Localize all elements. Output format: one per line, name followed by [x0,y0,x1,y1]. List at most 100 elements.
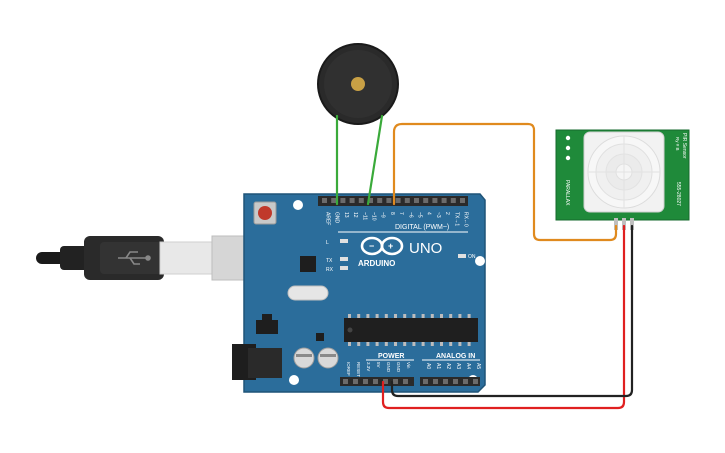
digital-header-label: DIGITAL (PWM~) [395,224,449,231]
power-pin-hole[interactable] [393,379,398,384]
digital-pin-hole[interactable] [441,198,447,203]
analog-pin-labels: A0 A1 A2 A3 A4 A5 [425,363,481,369]
pir-partno-label: 555-28027 [675,182,681,206]
power-pin-label: Vin [406,362,411,369]
digital-pin-label: 13 [343,212,349,218]
digital-pin-label: 8 [389,212,395,215]
buzzer-wire-signal[interactable] [366,114,384,206]
digital-pin-hole[interactable] [322,198,327,203]
digital-pin-label: 2 [444,212,450,215]
ground-wire[interactable] [390,224,634,398]
digital-pin-hole[interactable] [414,198,419,203]
digital-pin-label: GND [334,212,340,224]
analog-pin-label: A1 [435,363,441,369]
analog-pin-hole[interactable] [433,379,438,384]
power-pin-label: GND [386,362,391,373]
power-pin-label: IOREF [346,362,351,376]
pir-pin-gnd[interactable] [630,218,634,230]
digital-pin-hole[interactable] [432,198,438,203]
analog-pin-hole[interactable] [453,379,458,384]
usb-cable[interactable] [36,236,213,280]
pir-pin-out[interactable] [614,218,618,230]
digital-pin-label: 12 [352,212,358,218]
power-wire-5v[interactable] [381,224,626,410]
led-l [340,239,348,243]
digital-pin-label: ~3 [435,212,441,218]
pir-signal-wire[interactable] [392,122,618,242]
digital-pin-label: ~9 [380,212,386,218]
capacitor [317,347,339,369]
mount-hole [293,200,303,210]
led-tx-label: TX [326,258,333,264]
analog-pin-label: A2 [445,363,451,369]
microcontroller-chip [344,318,478,342]
digital-pin-holes [322,198,465,203]
digital-pin-label: ~10 [371,212,377,221]
crystal-oscillator [287,285,329,301]
mount-hole [475,256,485,266]
digital-pin-label: RX←0 [463,212,469,227]
model-label: UNO [409,240,442,257]
led-rx [340,266,348,270]
led-on-label: ON [468,254,476,260]
analog-pin-label: A3 [455,363,461,369]
capacitor [293,347,315,369]
digital-pin-hole[interactable] [404,198,410,203]
brand-label: ARDUINO [358,259,395,268]
power-pin-hole[interactable] [383,379,388,384]
digital-pin-hole[interactable] [450,198,456,203]
digital-pin-hole[interactable] [460,198,465,203]
digital-pin-hole[interactable] [395,198,401,203]
pir-sensor[interactable]: PARALLAX PIR Sensor Ry # B 555-28027 [555,129,690,230]
voltage-regulator [256,320,278,334]
power-pin-hole[interactable] [403,379,408,384]
digital-pin-hole[interactable] [349,198,355,203]
power-pin-hole[interactable] [343,379,348,384]
small-chip [316,333,324,341]
analog-header[interactable] [420,377,480,386]
reset-button[interactable] [253,201,277,225]
analog-pin-hole[interactable] [443,379,448,384]
analog-header-label: ANALOG IN [436,353,475,360]
svg-text:+: + [388,241,393,251]
power-pin-label: 3.3V [366,362,371,371]
digital-pin-label: 4 [426,212,432,215]
arduino-logo-icon [360,236,404,256]
digital-pin-label: ~5 [417,212,423,218]
digital-pin-hole[interactable] [368,198,373,203]
led-rx-label: RX [326,267,334,273]
usb-controller-chip [300,256,316,272]
power-jack[interactable] [232,344,282,380]
pir-title-label: PIR Sensor [681,133,687,159]
analog-pin-hole[interactable] [473,379,478,384]
digital-pin-hole[interactable] [423,198,429,203]
analog-pin-label: A4 [465,363,471,369]
digital-pin-label: ~11 [361,212,367,220]
svg-text:−: − [369,241,374,251]
digital-pin-hole[interactable] [358,198,364,203]
analog-pin-label: A5 [475,363,481,369]
power-pin-hole[interactable] [363,379,368,384]
power-pin-label: 5V [376,362,381,368]
analog-pin-label: A0 [425,363,431,369]
led-tx [340,257,348,261]
led-l-label: L [326,240,329,246]
analog-pin-hole[interactable] [423,379,428,384]
piezo-buzzer[interactable] [317,43,399,125]
digital-pin-hole[interactable] [331,198,337,203]
power-pin-hole[interactable] [353,379,358,384]
digital-pin-hole[interactable] [340,198,346,203]
power-header-label: POWER [378,353,404,360]
led-on [458,254,466,258]
analog-pin-hole[interactable] [463,379,468,384]
digital-pin-hole[interactable] [377,198,383,203]
digital-pin-label: AREF [325,212,331,225]
pir-pin-vcc[interactable] [622,218,626,230]
power-pin-hole[interactable] [373,379,378,384]
digital-pin-hole[interactable] [386,198,392,203]
